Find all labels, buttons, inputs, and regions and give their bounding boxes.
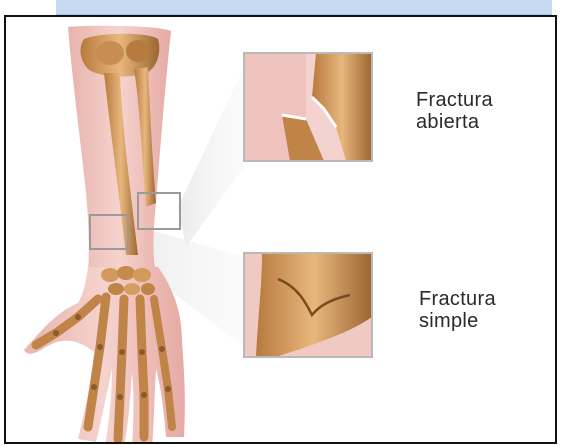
callout-beam-open <box>178 67 244 247</box>
simple-fracture-label-line1: Fractura <box>419 288 496 310</box>
diagram-frame: Fractura abierta Fractura simple <box>4 15 557 444</box>
open-fracture-label: Fractura abierta <box>416 89 493 133</box>
simple-fracture-label: Fractura simple <box>419 288 496 332</box>
top-banner <box>56 0 552 15</box>
open-fracture-label-line1: Fractura <box>416 89 493 111</box>
simple-fracture-label-line2: simple <box>419 310 496 332</box>
fracture-illustration <box>6 17 557 444</box>
open-fracture-inset <box>244 53 372 161</box>
simple-fracture-inset <box>244 253 372 357</box>
open-fracture-label-line2: abierta <box>416 111 493 133</box>
